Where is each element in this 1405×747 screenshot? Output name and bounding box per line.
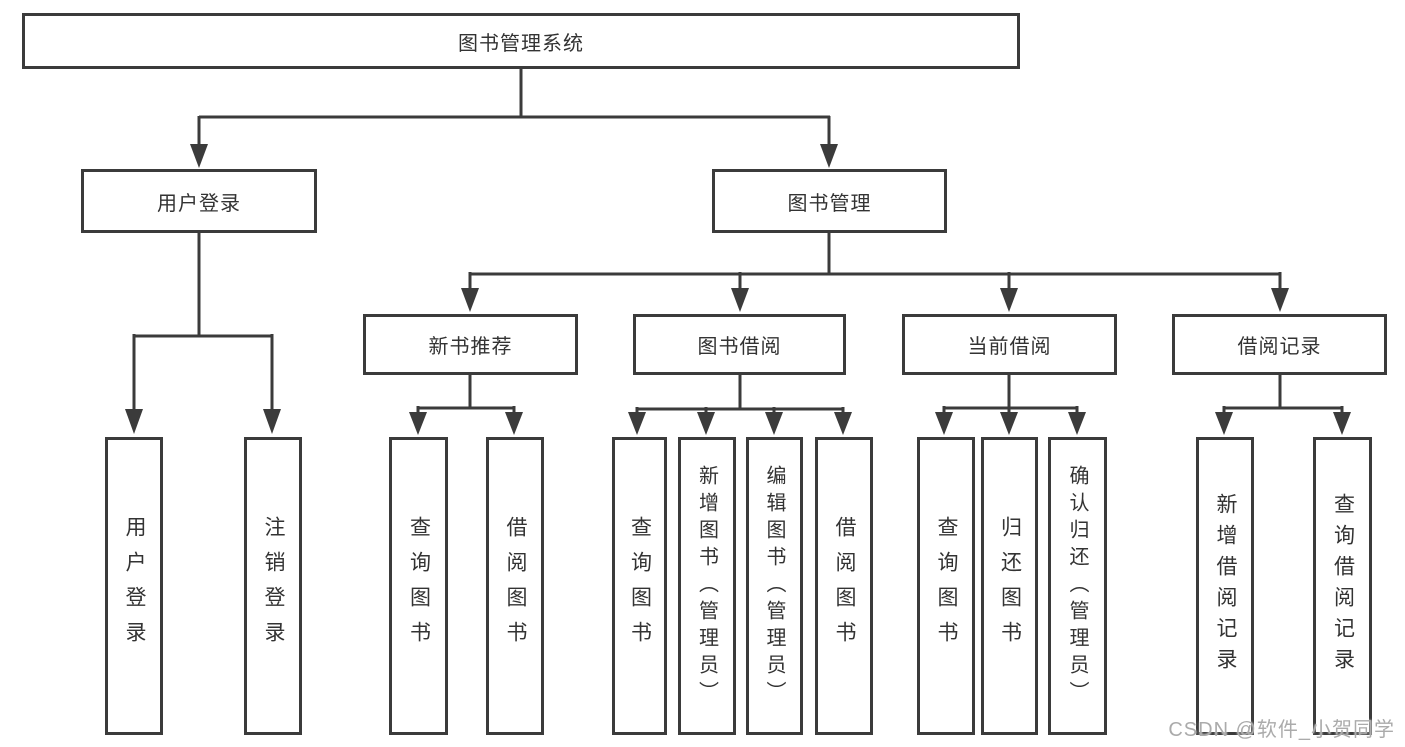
node-borrow-records: 借阅记录 <box>1172 314 1387 375</box>
node-book-management: 图书管理 <box>712 169 947 233</box>
leaf-query-borrow-record: 查询借阅记录 <box>1313 437 1372 735</box>
leaf-user-login: 用户登录 <box>105 437 163 735</box>
leaf-query-books-borrow: 查询图书 <box>612 437 667 735</box>
node-new-book-recommend: 新书推荐 <box>363 314 578 375</box>
leaf-borrow-books: 借阅图书 <box>815 437 873 735</box>
arrowheads-group <box>125 144 1351 435</box>
node-book-borrow: 图书借阅 <box>633 314 846 375</box>
watermark: CSDN @软件_小贺同学 <box>1168 719 1395 741</box>
leaf-query-books-current: 查询图书 <box>917 437 975 735</box>
leaf-logout: 注销登录 <box>244 437 302 735</box>
leaf-borrow-books-recommend: 借阅图书 <box>486 437 544 735</box>
node-user-login: 用户登录 <box>81 169 317 233</box>
node-current-borrow: 当前借阅 <box>902 314 1117 375</box>
leaf-add-borrow-record: 新增借阅记录 <box>1196 437 1254 735</box>
node-library-management-system: 图书管理系统 <box>22 13 1020 69</box>
leaf-confirm-return-admin: 确认归还（管理员） <box>1048 437 1107 735</box>
leaf-query-books-recommend: 查询图书 <box>389 437 448 735</box>
leaf-add-books-admin: 新增图书（管理员） <box>678 437 736 735</box>
leaf-return-books: 归还图书 <box>981 437 1038 735</box>
leaf-edit-books-admin: 编辑图书（管理员） <box>746 437 803 735</box>
